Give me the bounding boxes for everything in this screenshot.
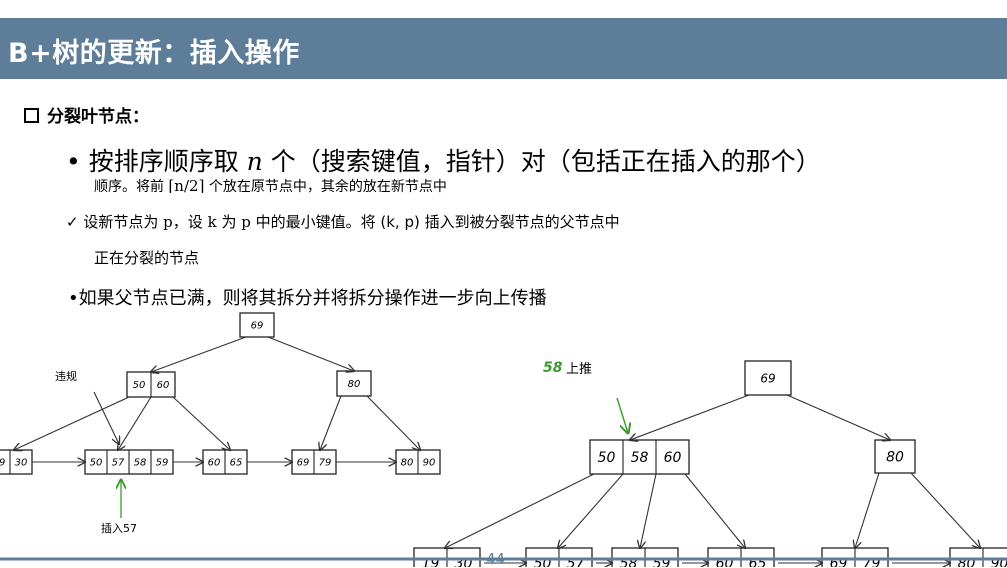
right-root-node-box: [744, 360, 792, 396]
push-up-key: 58: [543, 360, 563, 376]
right-internal-node-2: 80: [874, 439, 916, 474]
right-leaf-4-key: 60: [716, 556, 734, 567]
left-root-node-box: [239, 312, 275, 338]
check-p1: p: [163, 213, 173, 231]
right-leaf-2-key: 50: [534, 556, 552, 567]
left-leaf-1-key: 19: [0, 458, 5, 469]
left-internal-1-pointer-a: [14, 396, 130, 450]
left-leaf-2-key: 58: [134, 458, 147, 469]
bullet-main-continuation: 顺序。将前 ⌈n/2⌉ 个放在原节点中，其余的放在新节点中: [94, 176, 447, 196]
left-root-node: 69: [239, 312, 275, 338]
right-root-pointer-1: [630, 394, 750, 440]
left-leaf-3: 60 65: [202, 449, 248, 475]
left-leaf-2: 50 57 58 59: [84, 449, 174, 475]
right-internal-1-pointer-a: [445, 473, 595, 548]
right-internal-1-pointer-c: [640, 473, 657, 548]
check-t2: ，设: [172, 213, 203, 231]
right-internal-1-pointer-d: [684, 473, 745, 548]
right-leaf-1-key: 19: [422, 556, 440, 567]
left-internal-node-1: 50 60: [126, 371, 176, 398]
page-number: 44: [486, 550, 506, 568]
right-leaf-3-key: 59: [653, 556, 671, 567]
left-leaf-1-key: 30: [15, 458, 28, 469]
left-internal-node-2-key: 80: [348, 379, 361, 390]
left-internal-2-pointer-b: [366, 395, 420, 450]
right-root-pointer-2: [786, 394, 890, 440]
bullet-main-variable: n: [246, 147, 263, 176]
right-root-node: 69: [744, 360, 792, 396]
check-line: ✓ 设新节点为 p，设 k 为 p 中的最小键值。将 (k, p) 插入到被分裂…: [66, 211, 620, 232]
right-leaf-5-key: 69: [830, 556, 848, 567]
right-leaf-2-key: 57: [567, 556, 585, 567]
check-t3: 为: [221, 213, 237, 231]
push-up-label: 上推: [566, 362, 592, 377]
left-leaf-5-key: 80: [401, 458, 414, 469]
left-tree: 69506080193050575859606569798090: [0, 312, 441, 475]
violation-label: 违规: [55, 369, 77, 383]
left-leaf-4-key: 79: [319, 458, 332, 469]
left-leaf-4-key: 69: [297, 458, 310, 469]
left-internal-2-pointer-a: [320, 395, 342, 450]
right-internal-node-1-key: 60: [664, 450, 682, 466]
section-heading: 分裂叶节点：: [24, 102, 149, 127]
right-internal-node-1-key: 50: [598, 450, 616, 466]
bullet-propagate: •如果父节点已满，则将其拆分并将拆分操作进一步向上传播: [68, 288, 547, 309]
checkbox-bullet-icon: [24, 108, 39, 123]
bullet-dot: •: [66, 147, 89, 176]
right-leaf-3-key: 58: [620, 556, 638, 567]
check-t4: 中的最小键值。将 (k, p) 插入到被分裂节点的父节点中: [255, 213, 620, 231]
left-leaf-5-key: 90: [423, 458, 436, 469]
left-leaf-3-key: 60: [208, 458, 221, 469]
left-leaf-4: 69 79: [291, 449, 337, 475]
sub1-math: ⌈n/2⌉: [168, 177, 205, 195]
splitting-note: 正在分裂的节点: [94, 249, 200, 267]
right-root-node-key: 69: [760, 371, 775, 385]
right-leaf-5-key: 79: [863, 556, 881, 567]
bullet-main-prefix: 按排序顺序取: [88, 147, 239, 176]
right-internal-node-1-box: [589, 439, 690, 475]
push-up-arrow: [616, 397, 628, 433]
sub1-part2: 个放在原节点中，其余的放在新节点中: [208, 179, 447, 195]
right-leaf-1-key: 30: [455, 556, 473, 567]
check-t1: 设新节点为: [83, 213, 159, 231]
violation-arrow: [93, 391, 119, 444]
check-p2: p: [241, 213, 251, 231]
left-leaf-2-key: 59: [156, 458, 169, 469]
left-root-node-key: 69: [251, 321, 264, 332]
check-mark-icon: ✓: [66, 213, 79, 231]
right-internal-node-2-box: [874, 439, 916, 474]
left-root-pointer-2: [267, 336, 354, 371]
right-leaf-6-key: 80: [958, 556, 976, 567]
right-internal-2-pointer-a: [855, 472, 880, 548]
sub1-part1: 顺序。将前: [94, 179, 164, 195]
left-internal-node-2: 80: [336, 370, 372, 397]
left-leaf-3-key: 65: [230, 458, 243, 469]
left-internal-node-1-key: 50: [133, 380, 146, 391]
section-heading-text: 分裂叶节点：: [47, 107, 149, 127]
right-internal-2-pointer-b: [910, 472, 980, 548]
right-internal-node-2-key: 80: [886, 450, 904, 466]
right-internal-node-1-key: 58: [631, 450, 649, 466]
title-bar: [0, 18, 1007, 79]
slide-title: B+树的更新：插入操作: [8, 38, 300, 69]
right-internal-1-pointer-b: [558, 473, 624, 548]
left-internal-node-1-key: 60: [157, 380, 170, 391]
bullet-main: • 按排序顺序取 n 个（搜索键值，指针）对（包括正在插入的那个）: [66, 142, 821, 178]
left-root-pointer-1: [151, 336, 247, 372]
left-leaf-5: 80 90: [395, 449, 441, 475]
right-internal-node-1: 50 58 60: [589, 439, 690, 475]
left-leaf-2-key: 57: [112, 458, 125, 469]
left-internal-1-pointer-c: [172, 396, 230, 450]
bullet-main-suffix: 个（搜索键值，指针）对（包括正在插入的那个）: [270, 147, 821, 176]
left-leaf-2-key: 50: [90, 458, 103, 469]
left-internal-1-pointer-b: [118, 396, 152, 450]
right-leaf-4-key: 65: [749, 556, 767, 567]
right-leaf-6-key: 90: [991, 556, 1007, 567]
insert-label: 插入57: [101, 521, 137, 535]
check-k: k: [207, 213, 217, 231]
